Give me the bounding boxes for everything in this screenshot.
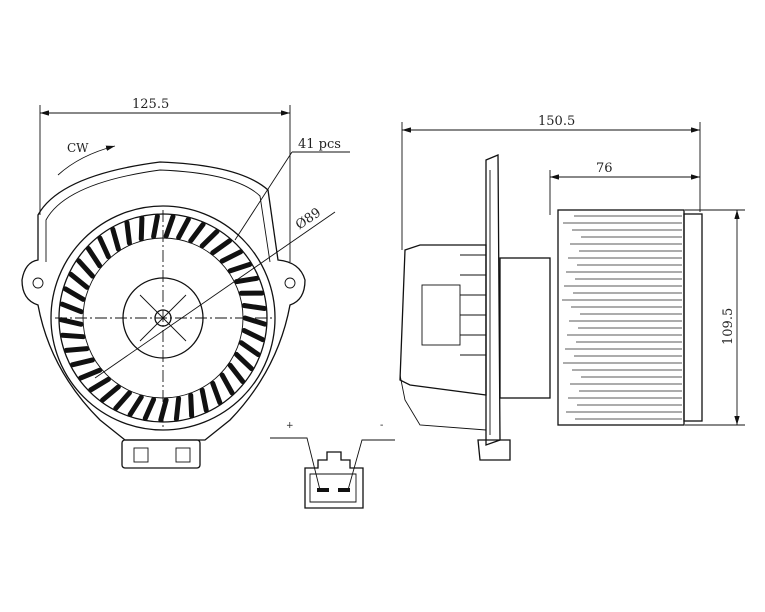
fan-blade (76, 258, 96, 279)
fan-blade-lines (562, 215, 682, 420)
rotation-arrow-icon (57, 145, 116, 176)
blade-count-label: 41 pcs (298, 137, 341, 152)
motor-body (399, 244, 487, 396)
fan-blade (199, 387, 209, 413)
flange (485, 154, 501, 446)
fan-blade (68, 271, 90, 290)
fan-length-dimension: 76 (596, 161, 613, 176)
fan-wheel (557, 209, 685, 426)
fan-blade (127, 394, 144, 418)
connector-socket-left (133, 447, 149, 463)
fan-blade (227, 362, 246, 385)
fan-blade (124, 220, 132, 246)
connector-inner (309, 473, 357, 503)
rotation-label: CW (67, 141, 89, 155)
fan-outer-ring (50, 205, 276, 431)
fan-blade (227, 261, 253, 274)
fan-blade (59, 332, 86, 340)
connector-detail: + - (270, 420, 395, 509)
motor-base (399, 374, 487, 431)
plus-label: + (286, 421, 294, 431)
fan-blades (58, 213, 268, 423)
length-dimension: 150.5 (538, 114, 575, 129)
diameter-leader (94, 211, 336, 379)
fan-blade (142, 396, 157, 421)
fan-blade (173, 396, 182, 422)
mount-hole-left (32, 277, 44, 289)
blade-count-leader (234, 151, 293, 241)
shaft-housing (499, 257, 551, 399)
minus-label: - (380, 420, 383, 431)
diameter-label: Ø89 (293, 205, 324, 233)
housing-connector (121, 439, 201, 469)
fan-blade (242, 315, 268, 327)
fan-end-ring (683, 213, 703, 422)
mount-hole-right (284, 277, 296, 289)
fan-blade (110, 226, 121, 252)
fan-blade (151, 213, 160, 240)
fan-blade (233, 275, 260, 285)
side-view: 150.5 76 109.5 (399, 114, 745, 461)
fan-blade (59, 301, 84, 315)
terminal-plus (317, 488, 329, 492)
fan-blade (58, 317, 84, 327)
plus-leader (270, 437, 321, 491)
fan-blade (238, 340, 261, 358)
fan-blade (210, 380, 223, 406)
fan-blade (158, 397, 169, 423)
fan-blade (63, 346, 90, 353)
fan-blade (176, 216, 191, 240)
fan-blade (113, 390, 132, 411)
minus-leader (347, 439, 395, 491)
fan-height-dimension: 109.5 (721, 308, 736, 345)
fan-blade (62, 286, 86, 302)
fan-blade (241, 302, 268, 312)
fan-blade (219, 372, 235, 396)
motor-ribs (460, 254, 486, 356)
fan-blade (88, 376, 111, 393)
motor-label-area (421, 284, 461, 346)
flange-clip (477, 439, 511, 461)
connector-socket-right (175, 447, 191, 463)
front-view: 125.5 CW 41 pcs Ø89 (21, 97, 350, 469)
fan-blade (163, 213, 176, 239)
fan-blade (219, 249, 244, 264)
fan-blade (138, 215, 145, 242)
fan-blade (78, 367, 103, 381)
terminal-minus (338, 488, 350, 492)
connector-housing (304, 451, 364, 509)
fan-blade (100, 384, 121, 403)
fan-blade (233, 351, 255, 372)
fan-blade (199, 228, 220, 249)
fan-blade (188, 221, 206, 244)
width-dimension: 125.5 (132, 97, 169, 112)
fan-blade (69, 357, 96, 368)
fan-blade (188, 392, 195, 419)
fan-blade (210, 238, 233, 256)
housing-outline (21, 161, 306, 441)
housing-inner-outline (45, 169, 271, 263)
fan-blade (241, 328, 266, 343)
fan-blade (97, 235, 111, 260)
fan-blade (85, 246, 103, 269)
